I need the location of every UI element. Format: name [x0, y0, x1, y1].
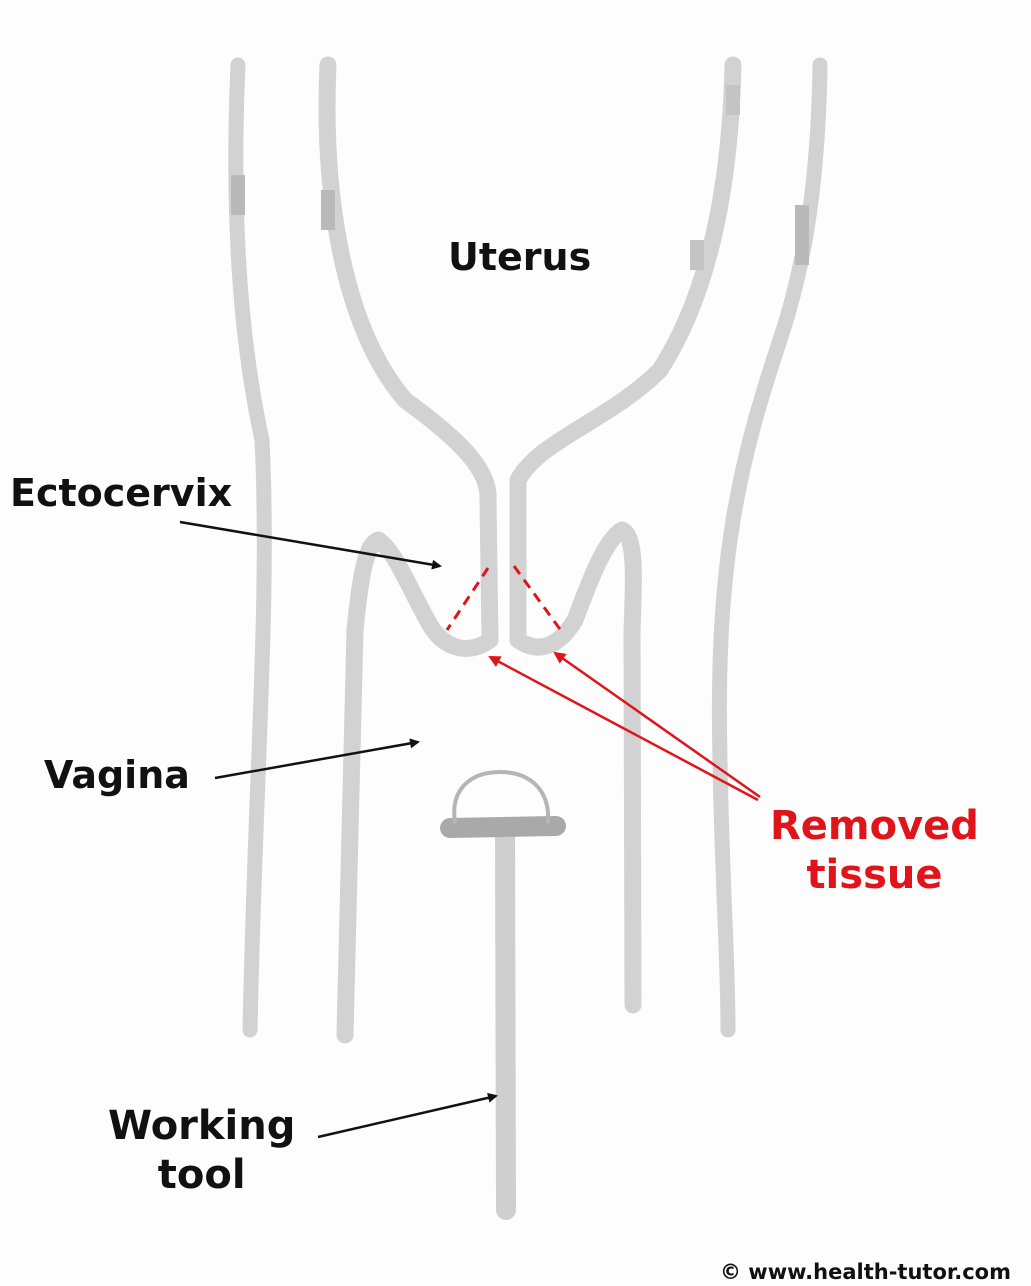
ectocervix-arrow: [180, 522, 440, 566]
joint-mark: [795, 205, 809, 265]
joint-mark: [690, 240, 704, 270]
working-tool-line1: Working: [108, 1102, 295, 1151]
copyright-notice: © www.health-tutor.com: [720, 1262, 1011, 1283]
joint-mark: [321, 190, 335, 230]
removed-tissue-arrow-right: [555, 653, 760, 797]
vagina-label: Vagina: [44, 756, 190, 794]
working-tool-loop: [454, 772, 548, 822]
ectocervix-label: Ectocervix: [10, 474, 232, 512]
uterus-right-wall: [518, 65, 733, 1005]
uterus-label: Uterus: [448, 238, 591, 276]
joint-mark: [726, 85, 740, 115]
joint-mark: [231, 175, 245, 215]
working-tool-line2: tool: [108, 1151, 295, 1200]
removed-tissue-line2: tissue: [770, 851, 979, 900]
working-tool-label: Working tool: [108, 1102, 295, 1200]
removed-tissue-line1: Removed: [770, 802, 979, 851]
working-tool-bar: [450, 826, 556, 828]
working-tool-arrow: [318, 1096, 496, 1137]
vagina-arrow: [215, 742, 418, 778]
working-tool-handle: [505, 830, 506, 1210]
removed-tissue-label: Removed tissue: [770, 802, 979, 900]
